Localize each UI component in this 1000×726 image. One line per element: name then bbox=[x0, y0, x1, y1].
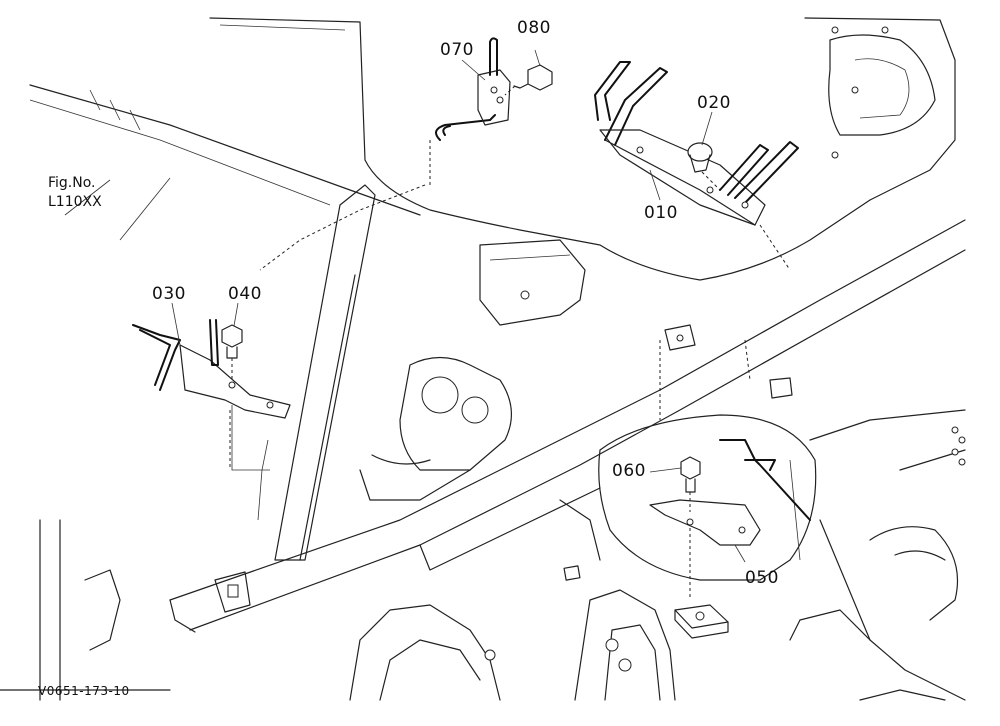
part-020-clip bbox=[687, 142, 721, 191]
drawing-code: V0651-173-10 bbox=[38, 684, 130, 698]
figure-reference: Fig.No. L110XX bbox=[48, 175, 102, 210]
leader-lines bbox=[64, 49, 746, 563]
figure-ref-line2: L110XX bbox=[48, 194, 102, 210]
part-040-bolt bbox=[221, 324, 243, 380]
figure-ref-line1: Fig.No. bbox=[48, 175, 96, 191]
callout-labels: 070 080 020 010 030 040 060 050 bbox=[152, 18, 779, 588]
callout-010: 010 bbox=[644, 203, 678, 223]
part-010-bracket bbox=[594, 61, 799, 271]
callout-040: 040 bbox=[228, 284, 262, 304]
callout-030: 030 bbox=[152, 284, 186, 304]
callout-050: 050 bbox=[745, 568, 779, 588]
callout-080: 080 bbox=[517, 18, 551, 38]
part-030-bracket bbox=[132, 319, 291, 471]
callout-060: 060 bbox=[612, 461, 646, 481]
chassis-outline bbox=[0, 17, 966, 701]
part-060-bolt bbox=[680, 456, 701, 512]
part-070-bracket bbox=[429, 37, 511, 185]
part-080-bolt bbox=[504, 64, 553, 96]
harness-routing bbox=[229, 184, 751, 470]
callout-070: 070 bbox=[440, 40, 474, 60]
part-050-bracket bbox=[649, 439, 811, 600]
callout-020: 020 bbox=[697, 93, 731, 113]
